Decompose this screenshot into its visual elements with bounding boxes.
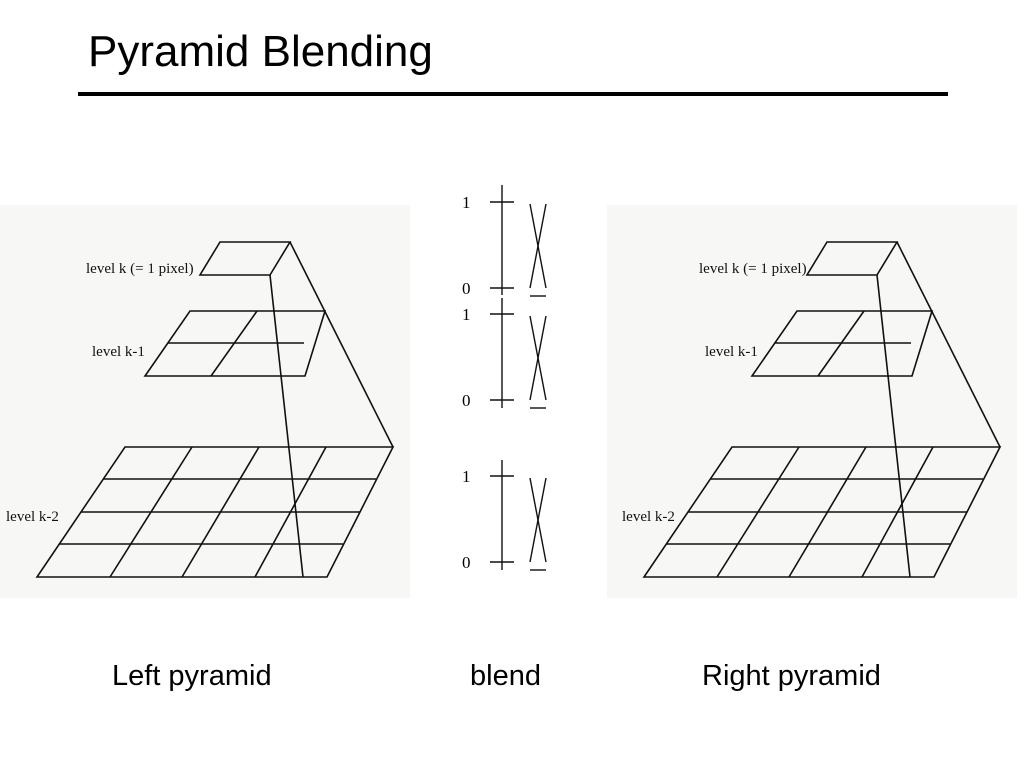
caption-left-pyramid: Left pyramid (112, 660, 272, 692)
slide-title: Pyramid Blending (88, 27, 433, 76)
blend-axis-3: 1 0 (462, 460, 547, 572)
caption-blend: blend (470, 660, 541, 692)
blend-axis-2-top-label: 1 (462, 305, 471, 324)
blend-axis-1-bottom-label: 0 (462, 279, 471, 298)
right-level-k-cell (805, 241, 899, 276)
left-level-k1-grid (143, 310, 327, 377)
blend-weight-line-1b (529, 203, 547, 289)
right-level-k1-grid (750, 310, 934, 377)
right-level-k2-grid (642, 446, 1002, 578)
title-underline (78, 92, 948, 96)
left-label-level-k2: level k-2 (6, 509, 59, 525)
left-label-level-k1: level k-1 (92, 344, 145, 360)
blend-weight-line-2b (529, 315, 547, 401)
blend-axis-1-top-label: 1 (462, 193, 471, 212)
left-level-k-cell (198, 241, 292, 276)
blend-axis-1: 1 0 (462, 185, 547, 298)
right-label-level-k2: level k-2 (622, 509, 675, 525)
caption-right-pyramid: Right pyramid (702, 660, 881, 692)
blend-axis-2-bottom-label: 0 (462, 391, 471, 410)
right-pyramid-panel: level k (= 1 pixel) level k-1 level k-2 (607, 205, 1017, 598)
left-label-level-k: level k (= 1 pixel) (86, 261, 194, 277)
right-pyramid-diagram: level k (= 1 pixel) level k-1 level k-2 (622, 241, 1002, 578)
left-pyramid-diagram: level k (= 1 pixel) level k-1 level k-2 (6, 241, 395, 578)
blend-axis-3-top-label: 1 (462, 467, 471, 486)
blend-axis-3-bottom-label: 0 (462, 553, 471, 572)
blend-diagram: 1 0 1 0 1 0 (462, 185, 547, 572)
blend-axis-2: 1 0 (462, 298, 547, 410)
right-label-level-k: level k (= 1 pixel) (699, 261, 807, 277)
right-label-level-k1: level k-1 (705, 344, 758, 360)
left-pyramid-panel: level k (= 1 pixel) level k-1 level k-2 (0, 205, 410, 598)
left-level-k2-grid (35, 446, 395, 578)
blend-weight-line-3b (529, 477, 547, 563)
